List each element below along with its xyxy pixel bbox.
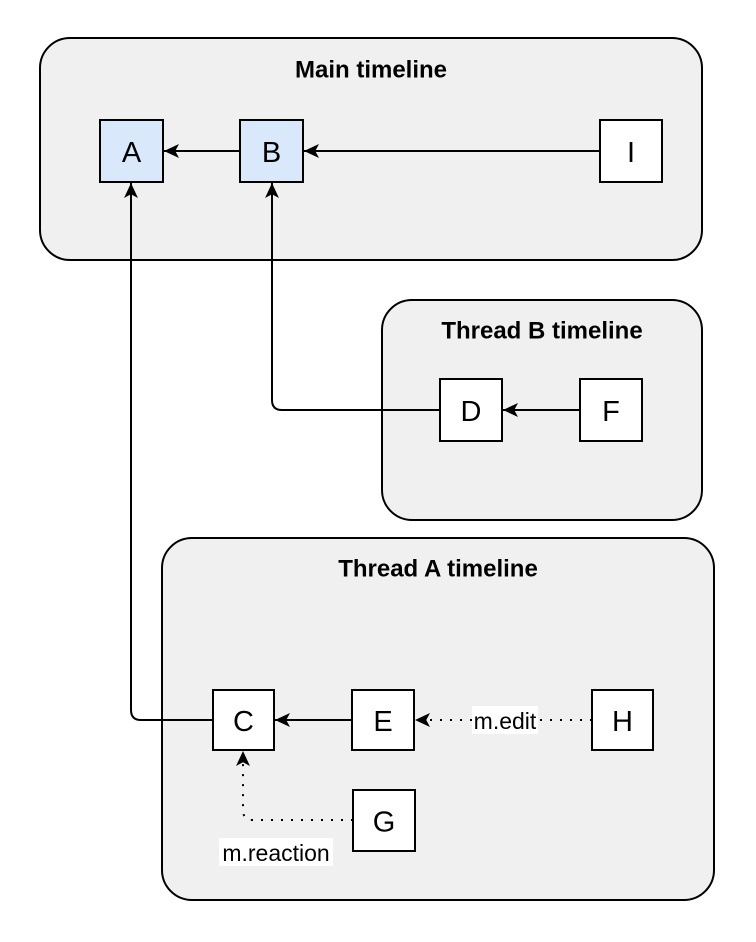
edge-label-m-edit-bg [472, 706, 538, 734]
node-h-label: H [612, 706, 633, 738]
edge-label-m-reaction-bg [219, 838, 333, 866]
node-e-label: E [373, 706, 392, 738]
node-f-box [579, 378, 643, 442]
thread-b-timeline-title: Thread B timeline [441, 318, 642, 345]
node-f-label: F [602, 396, 620, 428]
main-timeline-container: Main timeline [39, 37, 703, 261]
node-d-box [439, 378, 503, 442]
node-a: A [99, 119, 164, 183]
node-d: D [439, 378, 503, 442]
node-g-label: G [373, 807, 396, 839]
node-b-label: B [262, 137, 281, 169]
node-c-box [212, 689, 275, 751]
main-timeline-box [39, 37, 703, 261]
node-g: G [352, 789, 416, 852]
edge-g-to-c [236, 751, 353, 821]
edge-label-m-edit-text: m.edit [474, 708, 537, 734]
node-c: C [212, 689, 275, 751]
edge-c-to-a [124, 183, 213, 721]
node-i-box [599, 119, 663, 183]
node-b: B [239, 119, 304, 183]
node-f: F [579, 378, 643, 442]
edge-label-m-edit: m.edit [472, 706, 538, 734]
node-e: E [351, 689, 415, 751]
main-timeline-title: Main timeline [295, 57, 447, 84]
node-a-box [99, 119, 164, 183]
node-d-label: D [461, 396, 482, 428]
thread-a-timeline-title: Thread A timeline [338, 556, 538, 583]
node-e-box [351, 689, 415, 751]
node-i: I [599, 119, 663, 183]
node-i-label: I [627, 137, 635, 169]
node-g-box [352, 789, 416, 852]
node-c-label: C [233, 706, 254, 738]
node-h-box [591, 689, 654, 751]
edge-label-m-reaction-text: m.reaction [222, 840, 329, 866]
node-h: H [591, 689, 654, 751]
edge-d-to-b [265, 183, 440, 411]
node-b-box [239, 119, 304, 183]
edge-label-m-reaction: m.reaction [219, 838, 333, 866]
node-a-label: A [122, 137, 142, 169]
